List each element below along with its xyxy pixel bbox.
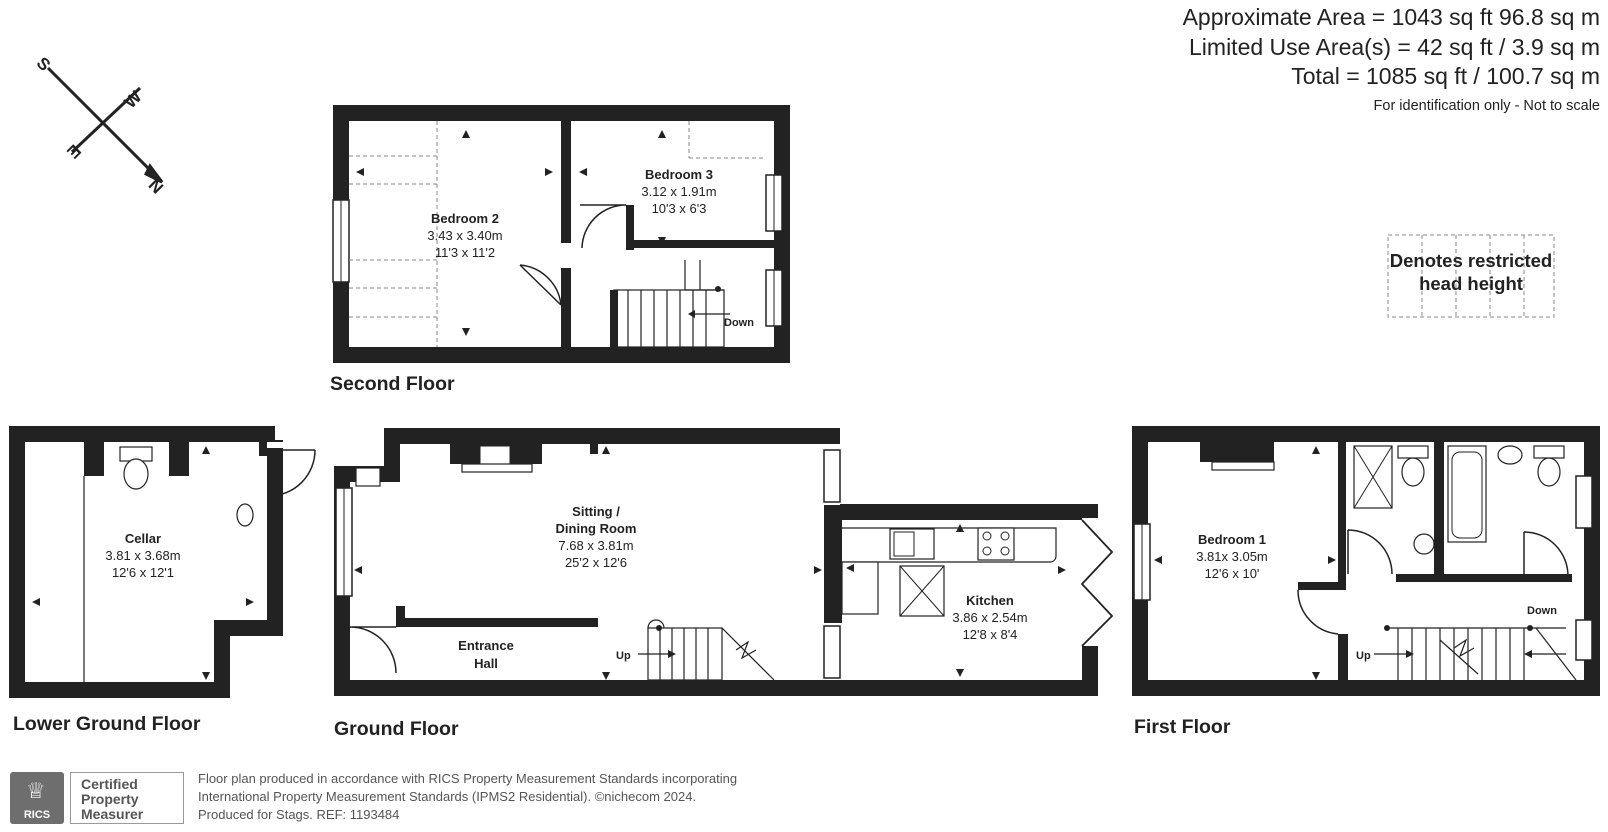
kitchen-name: Kitchen bbox=[966, 593, 1014, 608]
bedroom1-name: Bedroom 1 bbox=[1198, 532, 1266, 547]
ground-floor-label: Ground Floor bbox=[334, 718, 459, 740]
total-area: Total = 1085 sq ft / 100.7 sq m bbox=[1291, 63, 1600, 89]
bedroom2-metric: 3.43 x 3.40m bbox=[427, 228, 502, 243]
sitting-imperial: 25'2 x 12'6 bbox=[565, 555, 627, 570]
footer-note: Floor plan produced in accordance with R… bbox=[198, 770, 737, 824]
bedroom1-imperial: 12'6 x 10' bbox=[1205, 566, 1260, 581]
cert-line2: Property bbox=[81, 791, 139, 807]
first-floor-plan bbox=[1132, 426, 1600, 696]
bedroom3-imperial: 10'3 x 6'3 bbox=[652, 201, 707, 216]
stairs-up-first: Up bbox=[1356, 650, 1371, 662]
bedroom3-name: Bedroom 3 bbox=[645, 167, 713, 182]
restricted-height-legend: Denotes restricted head height bbox=[1388, 235, 1554, 317]
stairs-up-ground: Up bbox=[616, 650, 631, 662]
stairs-down-first: Down bbox=[1527, 605, 1557, 617]
compass-n-label: N bbox=[145, 175, 167, 197]
bedroom1-metric: 3.81x 3.05m bbox=[1196, 549, 1268, 564]
lower-ground-floor-label: Lower Ground Floor bbox=[13, 713, 201, 735]
cellar-imperial: 12'6 x 12'1 bbox=[112, 565, 174, 580]
rics-logo: ♕ RICS bbox=[10, 772, 64, 824]
approximate-area: Approximate Area = 1043 sq ft 96.8 sq m bbox=[1182, 4, 1600, 30]
legend-text: Denotes restricted head height bbox=[1388, 249, 1554, 295]
legend-line1: Denotes restricted bbox=[1389, 250, 1553, 271]
stairs-down-second: Down bbox=[724, 317, 754, 329]
kitchen-imperial: 12'8 x 8'4 bbox=[963, 627, 1018, 642]
footer-line1: Floor plan produced in accordance with R… bbox=[198, 771, 738, 786]
bedroom2-imperial: 11'3 x 11'2 bbox=[435, 245, 495, 260]
second-floor-plan bbox=[332, 105, 790, 363]
cellar-name: Cellar bbox=[125, 531, 161, 546]
lower-ground-floor-plan bbox=[9, 426, 316, 698]
hall-name-line1: Entrance bbox=[458, 638, 514, 653]
certified-measurer-badge: Certified Property Measurer bbox=[70, 772, 184, 824]
legend-line2: head height bbox=[1419, 273, 1523, 294]
compass-w-label: W bbox=[121, 87, 146, 112]
scale-note: For identification only - Not to scale bbox=[1373, 98, 1600, 114]
hall-name-line2: Hall bbox=[474, 656, 498, 671]
sitting-name-line1: Sitting / bbox=[572, 504, 620, 519]
kitchen-metric: 3.86 x 2.54m bbox=[952, 610, 1027, 625]
footer-line3: Produced for Stags. REF: 1193484 bbox=[198, 807, 400, 822]
cert-line3: Measurer bbox=[81, 806, 144, 822]
second-floor-label: Second Floor bbox=[330, 373, 455, 395]
compass-icon bbox=[46, 66, 164, 184]
sitting-name-line2: Dining Room bbox=[556, 521, 637, 536]
rics-text: RICS bbox=[23, 809, 51, 821]
lion-icon: ♕ bbox=[26, 778, 46, 803]
bedroom3-metric: 3.12 x 1.91m bbox=[641, 184, 716, 199]
first-floor-label: First Floor bbox=[1134, 716, 1231, 738]
cellar-metric: 3.81 x 3.68m bbox=[105, 548, 180, 563]
footer-line2: International Property Measurement Stand… bbox=[198, 789, 697, 804]
restricted-height-legend-box bbox=[1387, 234, 1555, 318]
limited-use-area: Limited Use Area(s) = 42 sq ft / 3.9 sq … bbox=[1189, 34, 1600, 60]
ground-floor-plan bbox=[334, 428, 1114, 696]
bedroom2-name: Bedroom 2 bbox=[431, 211, 499, 226]
cert-line1: Certified bbox=[81, 776, 138, 792]
sitting-metric: 7.68 x 3.81m bbox=[558, 538, 633, 553]
